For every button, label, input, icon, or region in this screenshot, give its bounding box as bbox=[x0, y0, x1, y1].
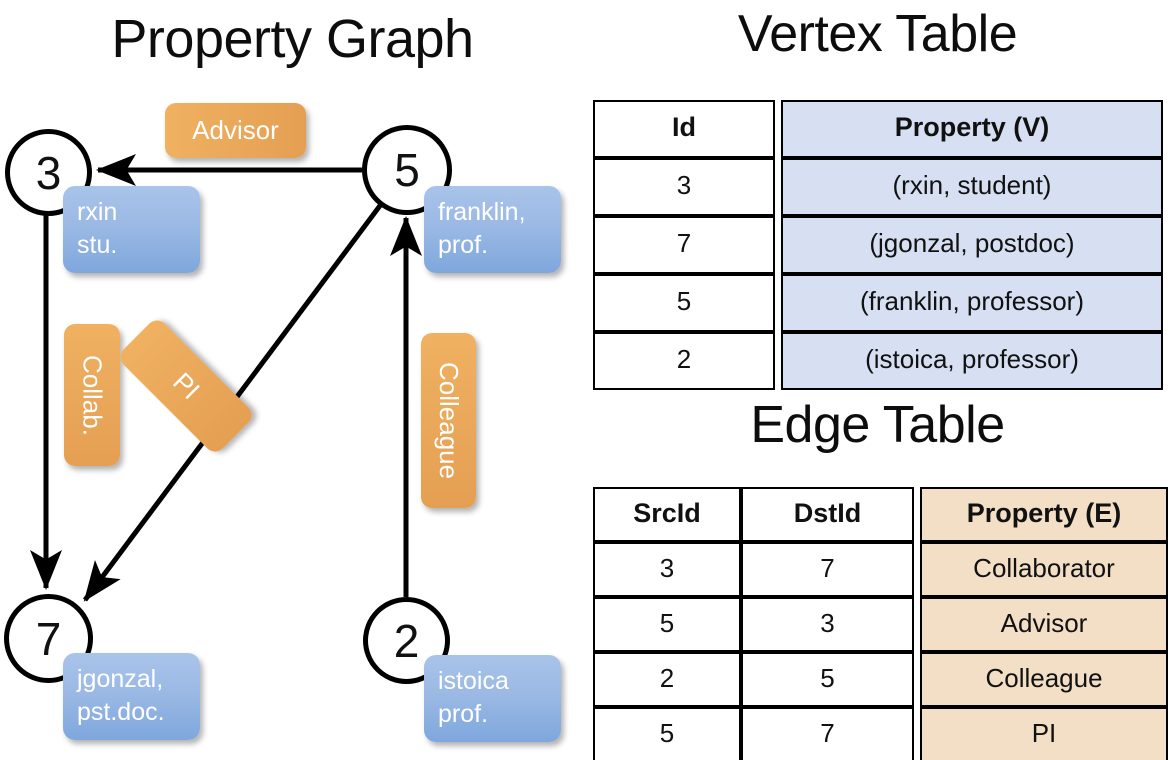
vertex-column-gap bbox=[775, 274, 781, 332]
edge-table-title: Edge Table bbox=[750, 396, 1005, 454]
vertex-cell-id: 7 bbox=[593, 216, 775, 274]
graph-node-7-label: 7 bbox=[35, 612, 62, 665]
node-5-property-box: franklin, prof. bbox=[424, 186, 561, 273]
node-7-property-line1: jgonzal, bbox=[77, 665, 164, 693]
edge-cell-srcid: 2 bbox=[593, 652, 741, 707]
node-2-property-line1: istoica bbox=[438, 667, 509, 695]
edge-cell-dstid: 3 bbox=[741, 597, 914, 652]
vertex-cell-id: 2 bbox=[593, 332, 775, 390]
vertex-cell-property: (franklin, professor) bbox=[781, 274, 1163, 332]
graph-node-2-label: 2 bbox=[393, 614, 420, 667]
edge-label-advisor-text: Advisor bbox=[192, 115, 279, 145]
edge-header-dstid: DstId bbox=[741, 487, 914, 542]
edge-label-pi-text: PI bbox=[167, 366, 206, 405]
edge-header-srcid: SrcId bbox=[593, 487, 741, 542]
vertex-table-header-row: Id Property (V) bbox=[593, 100, 1163, 158]
graph-node-5-label: 5 bbox=[394, 144, 420, 196]
edge-label-collab-text: Collab. bbox=[77, 354, 108, 436]
edge-label-colleague-text: Colleague bbox=[434, 361, 464, 480]
node-2-property-line2: prof. bbox=[438, 700, 489, 728]
edge-label-collab: Collab. bbox=[64, 324, 120, 466]
table-row: 3 (rxin, student) bbox=[593, 158, 1163, 216]
edge-header-property: Property (E) bbox=[920, 487, 1168, 542]
table-row: 7 (jgonzal, postdoc) bbox=[593, 216, 1163, 274]
edge-table-header-row: SrcId DstId Property (E) bbox=[593, 487, 1168, 542]
vertex-header-id: Id bbox=[593, 100, 775, 158]
table-row: 3 7 Collaborator bbox=[593, 542, 1168, 597]
edge-cell-srcid: 3 bbox=[593, 542, 741, 597]
table-row: 5 7 PI bbox=[593, 707, 1168, 760]
edge-cell-srcid: 5 bbox=[593, 597, 741, 652]
edge-cell-dstid: 7 bbox=[741, 707, 914, 760]
table-row: 2 5 Colleague bbox=[593, 652, 1168, 707]
vertex-column-gap bbox=[775, 332, 781, 390]
edge-table: SrcId DstId Property (E) 3 7 Collaborato… bbox=[593, 487, 1168, 760]
vertex-column-gap bbox=[775, 216, 781, 274]
vertex-table: Id Property (V) 3 (rxin, student) 7 (jgo… bbox=[593, 100, 1163, 390]
edge-label-colleague: Colleague bbox=[421, 333, 476, 508]
graph-node-3-label: 3 bbox=[35, 146, 62, 199]
node-3-property-line2: stu. bbox=[77, 231, 118, 259]
edge-cell-property: PI bbox=[920, 707, 1168, 760]
table-row: 5 3 Advisor bbox=[593, 597, 1168, 652]
table-row: 2 (istoica, professor) bbox=[593, 332, 1163, 390]
vertex-cell-id: 5 bbox=[593, 274, 775, 332]
edge-cell-property: Advisor bbox=[920, 597, 1168, 652]
node-5-property-line1: franklin, bbox=[438, 198, 526, 226]
node-2-property-box: istoica prof. bbox=[424, 655, 561, 742]
edge-cell-dstid: 5 bbox=[741, 652, 914, 707]
edge-column-gap bbox=[914, 597, 920, 652]
edge-cell-srcid: 5 bbox=[593, 707, 741, 760]
edge-column-gap bbox=[914, 542, 920, 597]
vertex-cell-property: (jgonzal, postdoc) bbox=[781, 216, 1163, 274]
vertex-column-gap bbox=[775, 100, 781, 158]
vertex-cell-id: 3 bbox=[593, 158, 775, 216]
node-3-property-box: rxin stu. bbox=[63, 186, 200, 273]
edge-cell-dstid: 7 bbox=[741, 542, 914, 597]
vertex-header-property: Property (V) bbox=[781, 100, 1163, 158]
node-5-property-line2: prof. bbox=[438, 231, 489, 259]
edge-column-gap bbox=[914, 707, 920, 760]
vertex-cell-property: (istoica, professor) bbox=[781, 332, 1163, 390]
vertex-cell-property: (rxin, student) bbox=[781, 158, 1163, 216]
edge-cell-property: Collaborator bbox=[920, 542, 1168, 597]
property-graph-title: Property Graph bbox=[111, 9, 474, 69]
node-7-property-box: jgonzal, pst.doc. bbox=[63, 653, 200, 740]
property-graph-diagram: 3 5 7 2 rxin stu. franklin, prof. jgonza… bbox=[4, 103, 561, 742]
edge-column-gap bbox=[914, 487, 920, 542]
edge-cell-property: Colleague bbox=[920, 652, 1168, 707]
vertex-table-title: Vertex Table bbox=[737, 5, 1018, 63]
graph-node-2[interactable]: 2 bbox=[363, 597, 450, 684]
graph-node-5[interactable]: 5 bbox=[362, 125, 452, 215]
table-row: 5 (franklin, professor) bbox=[593, 274, 1163, 332]
edge-label-advisor: Advisor bbox=[165, 103, 306, 158]
node-7-property-line2: pst.doc. bbox=[77, 698, 165, 726]
vertex-column-gap bbox=[775, 158, 781, 216]
edge-column-gap bbox=[914, 652, 920, 707]
node-3-property-line1: rxin bbox=[77, 198, 118, 226]
